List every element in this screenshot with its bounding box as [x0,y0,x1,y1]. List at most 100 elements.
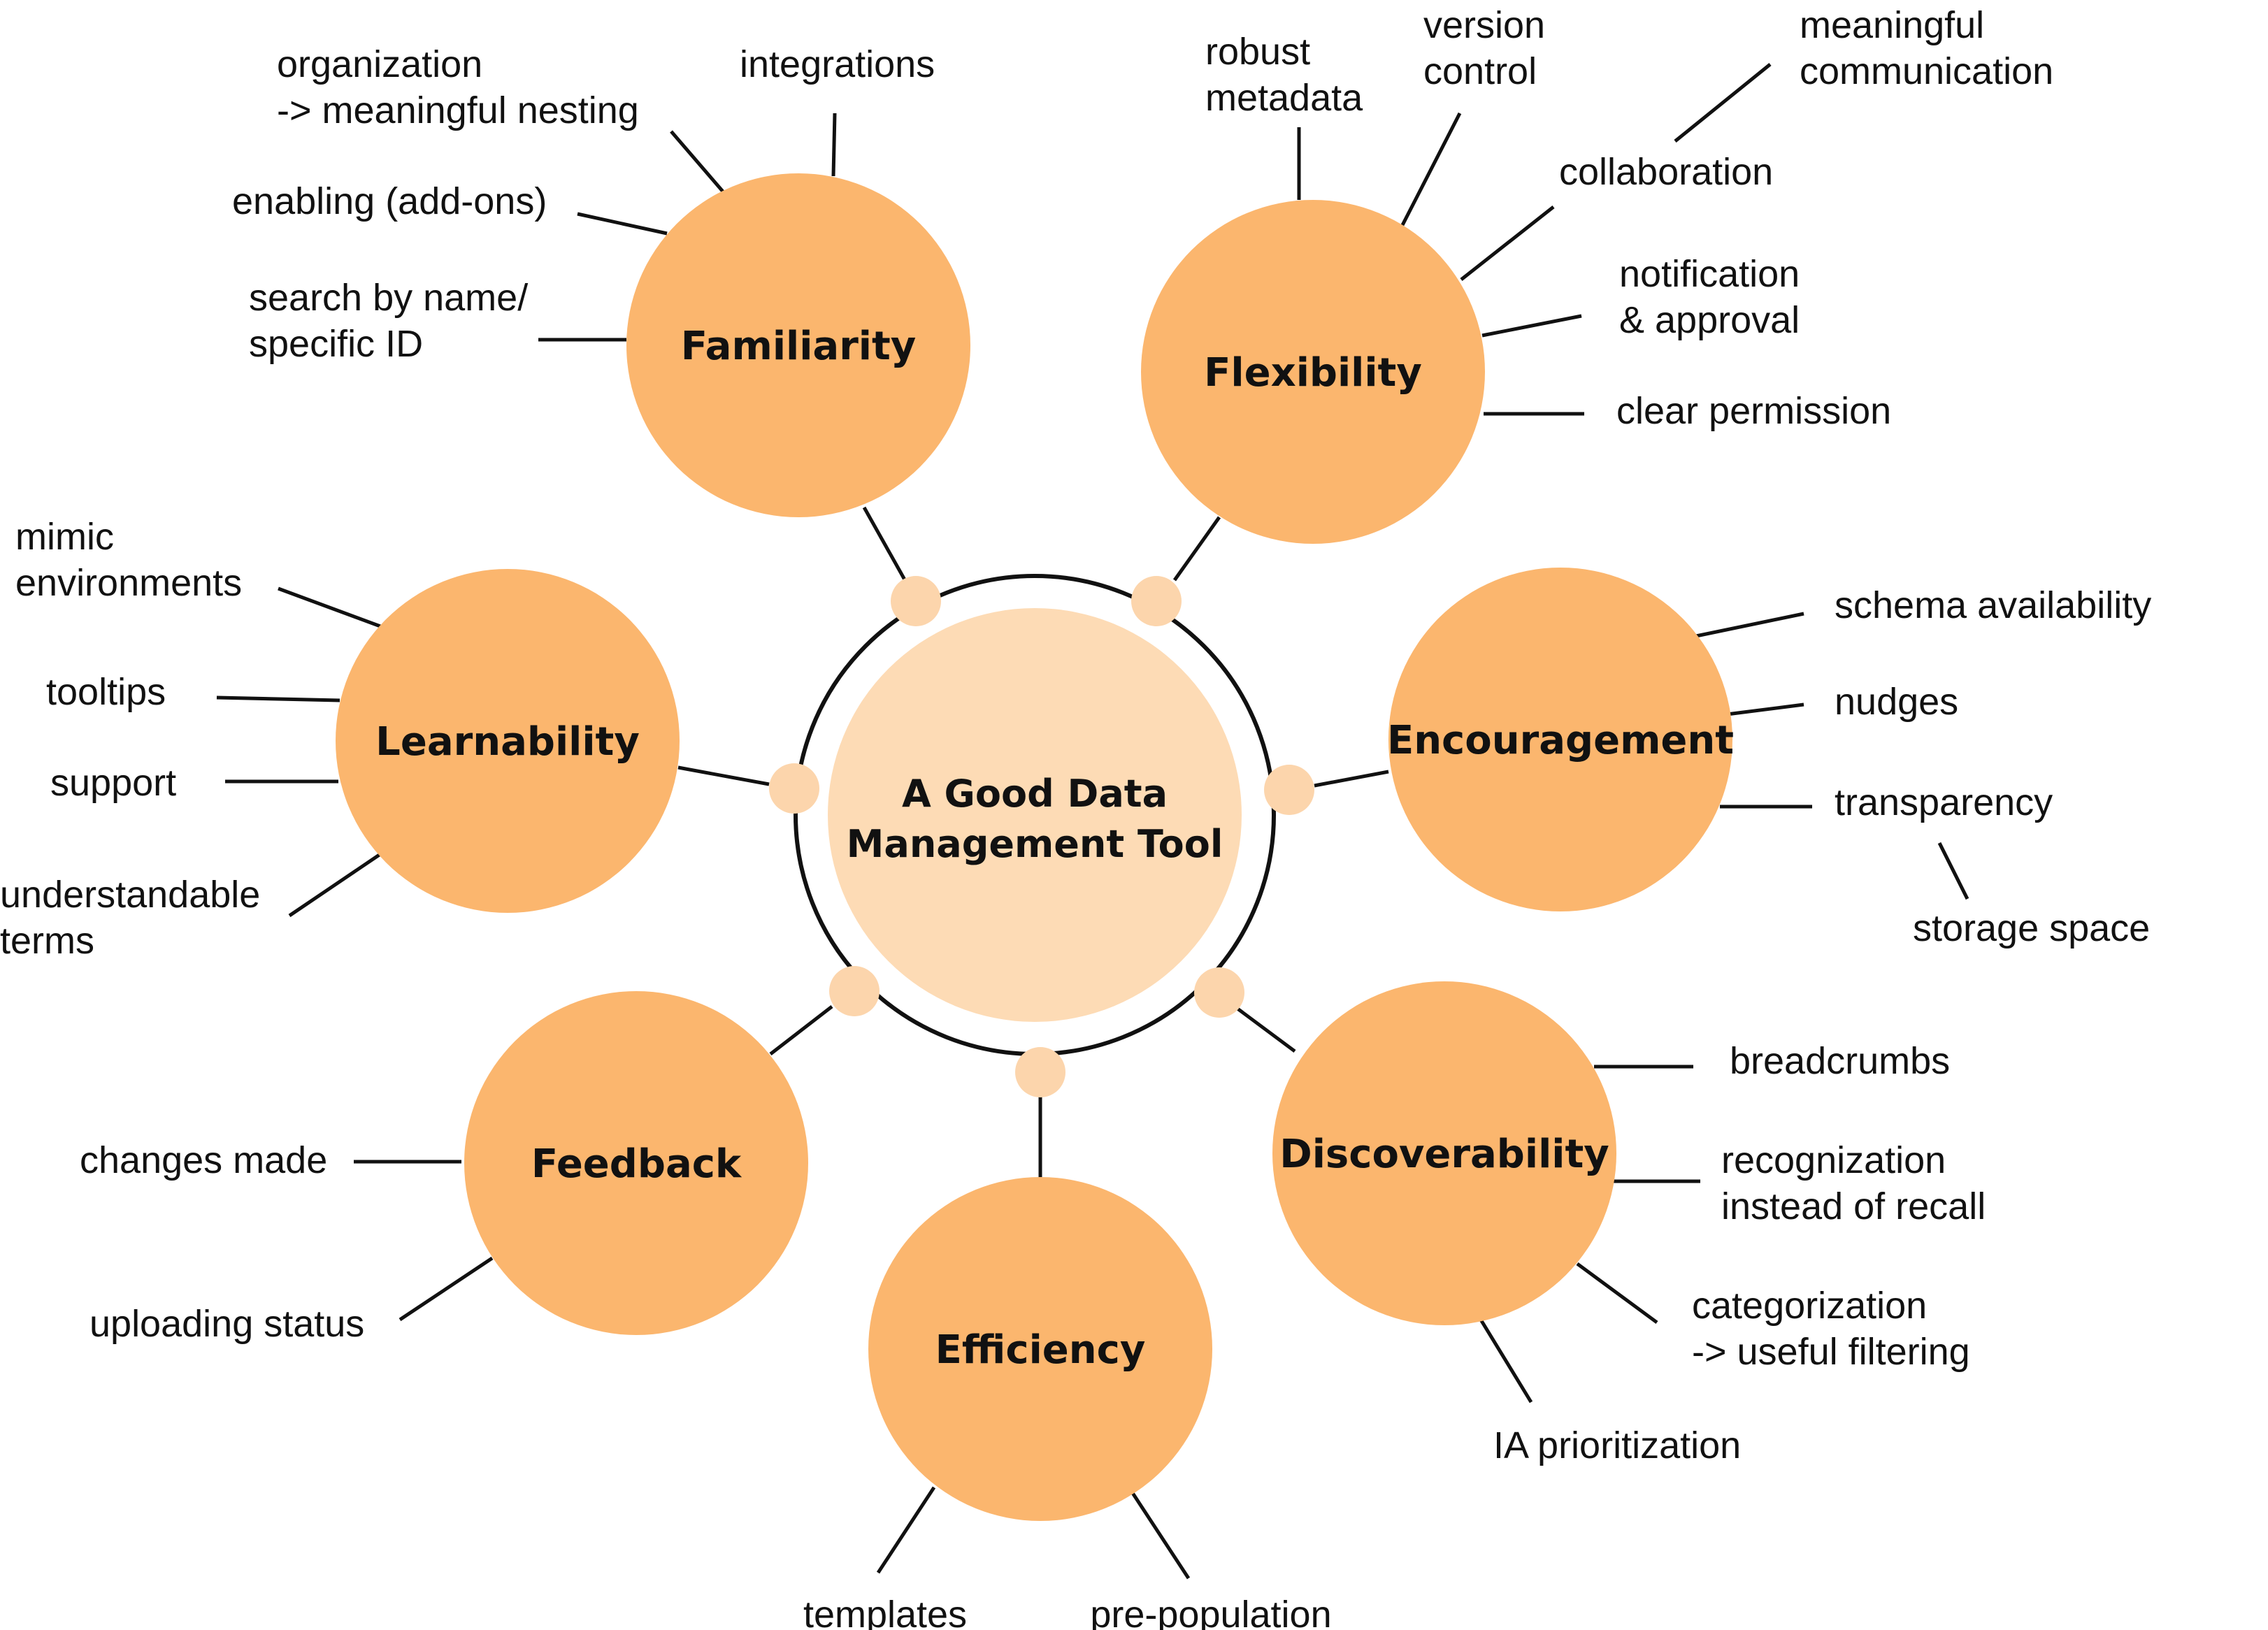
discoverability-circle [1272,981,1616,1325]
uploading-status-connector [399,1256,494,1322]
discoverability-joint [1194,967,1244,1018]
terms-label-line-2: terms [0,920,94,962]
familiarity-joint [891,576,941,626]
ia-connector [1479,1318,1533,1404]
version-control-label-line-1: version [1423,4,1545,46]
breadcrumbs-label-line-1: breadcrumbs [1730,1040,1950,1082]
support-label: support [50,762,176,804]
encouragement-joint [1264,765,1314,815]
notification-label: notification& approval [1619,253,1800,341]
efficiency-circle [868,1177,1212,1521]
version-control-label-line-2: control [1423,50,1537,92]
encouragement-title: Encouragement [1387,718,1734,763]
ia-label-line-1: IA prioritization [1493,1425,1741,1466]
robust-metadata-label-line-2: metadata [1205,77,1363,119]
pre-population-label: pre-population [1090,1594,1331,1630]
clear-permission-label: clear permission [1616,390,1891,432]
breadcrumbs-label: breadcrumbs [1730,1040,1950,1082]
support-label-line-1: support [50,762,176,804]
center-title-line-1: A Good Data [902,772,1168,816]
efficiency-joint [1015,1047,1065,1097]
flexibility-circle [1141,200,1485,544]
organization-connector [670,130,724,193]
storage-connector [1937,842,1969,900]
notification-connector [1481,314,1582,338]
changes-made-label: changes made [80,1139,327,1181]
enabling-label: enabling (add-ons) [232,180,547,222]
enabling-label-line-1: enabling (add-ons) [232,180,547,222]
templates-label: templates [803,1594,967,1630]
efficiency-title: Efficiency [935,1327,1146,1373]
robust-metadata-label-line-1: robust [1205,31,1310,73]
organization-label-line-2: -> meaningful nesting [277,89,639,131]
storage-label-line-1: storage space [1913,907,2150,949]
search-label-line-2: specific ID [249,323,423,365]
integrations-label-line-1: integrations [740,43,935,85]
flexibility-joint [1131,576,1182,626]
categorization-label-line-2: -> useful filtering [1692,1331,1970,1373]
feedback-title: Feedback [531,1141,742,1187]
nudges-connector [1726,702,1804,716]
organization-label-line-1: organization [277,43,482,85]
terms-label-line-1: understandable [0,874,260,916]
feedback-spoke [769,1005,833,1055]
learnability-spoke [677,765,770,786]
familiarity-title: Familiarity [681,324,917,369]
meaningful-communication-connector [1674,63,1772,143]
categorization-label: categorization-> useful filtering [1692,1285,1970,1373]
meaningful-communication-label-line-2: communication [1800,50,2053,92]
schema-label-line-1: schema availability [1835,584,2151,626]
uploading-status-label: uploading status [89,1303,364,1345]
tooltips-label-line-1: tooltips [46,671,166,713]
categorization-connector [1576,1262,1658,1325]
familiarity-circle [626,173,970,517]
feedback-circle [464,991,808,1335]
nudges-label-line-1: nudges [1835,681,1958,723]
search-label: search by name/specific ID [249,277,528,365]
mimic-label-line-1: mimic [15,516,114,558]
collaboration-label: collaboration [1559,151,1773,193]
notification-label-line-2: & approval [1619,299,1800,341]
enabling-connector [577,212,668,236]
notification-label-line-1: notification [1619,253,1800,295]
center-title-line-2: Management Tool [847,822,1223,866]
transparency-label-line-1: transparency [1835,781,2053,823]
flexibility-spoke [1172,516,1221,582]
integrations-label: integrations [740,43,935,85]
templates-connector [876,1486,936,1574]
terms-connector [288,852,382,918]
categorization-label-line-1: categorization [1692,1285,1927,1327]
learnability-joint [769,763,819,814]
feedback-joint [829,966,880,1016]
search-label-line-1: search by name/ [249,277,528,319]
schema-connector [1695,612,1804,638]
collaboration-connector [1460,205,1555,281]
flexibility-title: Flexibility [1204,350,1422,396]
collaboration-label-line-1: collaboration [1559,151,1773,193]
changes-made-label-line-1: changes made [80,1139,327,1181]
schema-label: schema availability [1835,584,2151,626]
discoverability-spoke [1233,1004,1296,1053]
integrations-connector [831,113,837,177]
encouragement-circle [1388,568,1732,911]
learnability-circle [336,569,680,913]
recognization-label-line-1: recognization [1721,1139,1946,1181]
templates-label-line-1: templates [803,1594,967,1630]
familiarity-spoke [862,506,911,589]
tooltips-label: tooltips [46,671,166,713]
recognization-label-line-2: instead of recall [1721,1185,1986,1227]
discoverability-title: Discoverability [1279,1132,1609,1177]
encouragement-spoke [1314,770,1389,788]
learnability-title: Learnability [375,719,640,765]
meaningful-communication-label-line-1: meaningful [1800,4,1984,46]
mimic-label-line-2: environments [15,562,242,604]
clear-permission-label-line-1: clear permission [1616,390,1891,432]
